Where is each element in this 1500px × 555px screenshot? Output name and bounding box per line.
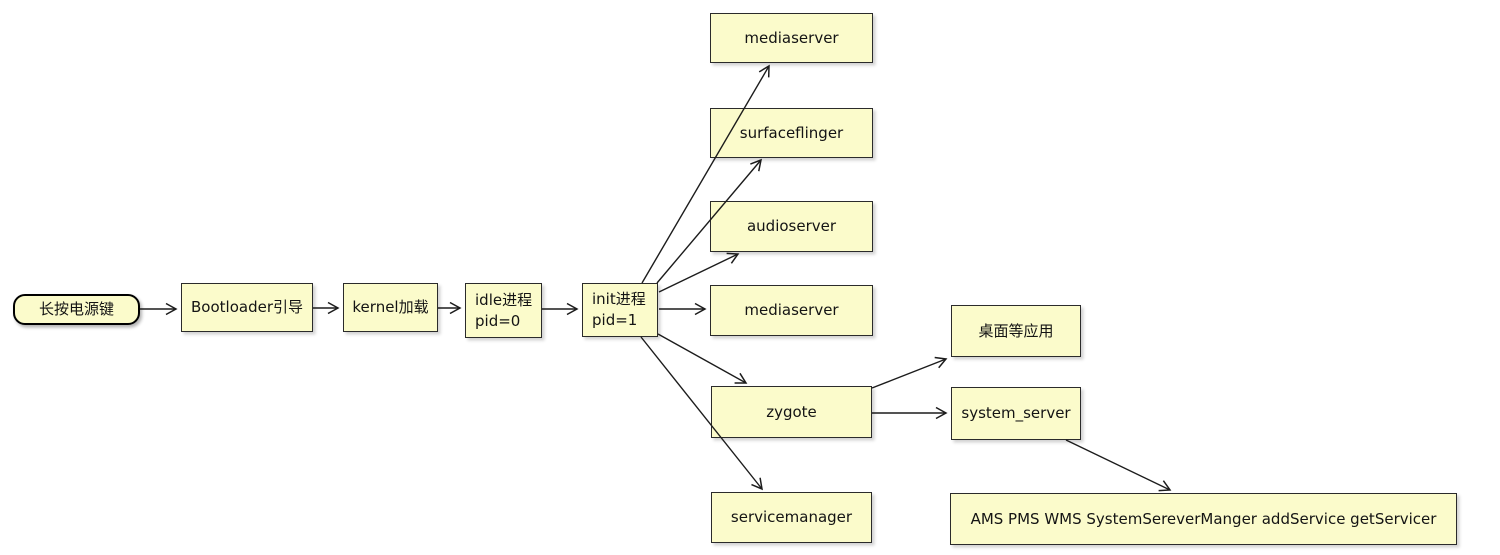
node-zygote: zygote: [711, 386, 872, 438]
node-mediaserver-top: mediaserver: [710, 13, 873, 63]
node-label-desktop-apps: 桌面等应用: [978, 321, 1054, 340]
node-label-system-server: system_server: [961, 404, 1071, 422]
edge-zygote-to-desktop-apps: [871, 356, 948, 389]
node-label-surfaceflinger: surfaceflinger: [739, 123, 844, 142]
node-audioserver: audioserver: [710, 201, 873, 252]
edge-init-to-zygote: [657, 333, 748, 384]
node-surfaceflinger: surfaceflinger: [710, 108, 873, 158]
node-idle: idle进程 pid=0: [465, 283, 542, 338]
node-init: init进程 pid=1: [582, 283, 658, 337]
node-label-zygote: zygote: [766, 402, 817, 421]
node-mediaserver: mediaserver: [710, 285, 873, 336]
node-label-init: init进程 pid=1: [592, 290, 646, 329]
edge-system-server-to-services: [1065, 439, 1172, 492]
node-bootloader: Bootloader引导: [181, 283, 313, 332]
node-label-mediaserver: mediaserver: [744, 301, 839, 319]
node-kernel: kernel加载: [343, 283, 438, 332]
node-label-services: AMS PMS WMS SystemSereverManger addServi…: [970, 509, 1437, 528]
node-label-audioserver: audioserver: [746, 217, 837, 235]
node-label-bootloader: Bootloader引导: [191, 298, 303, 316]
node-label-idle: idle进程 pid=0: [475, 290, 533, 330]
node-system-server: system_server: [951, 387, 1081, 440]
node-label-kernel: kernel加载: [352, 298, 429, 316]
node-desktop-apps: 桌面等应用: [951, 305, 1081, 357]
node-label-servicemanager: servicemanager: [730, 508, 853, 526]
node-label-start: 长按电源键: [38, 300, 114, 318]
node-servicemanager: servicemanager: [711, 492, 872, 543]
node-label-mediaserver-top: mediaserver: [744, 28, 839, 47]
node-services: AMS PMS WMS SystemSereverManger addServi…: [950, 493, 1457, 545]
node-start: 长按电源键: [13, 294, 140, 325]
